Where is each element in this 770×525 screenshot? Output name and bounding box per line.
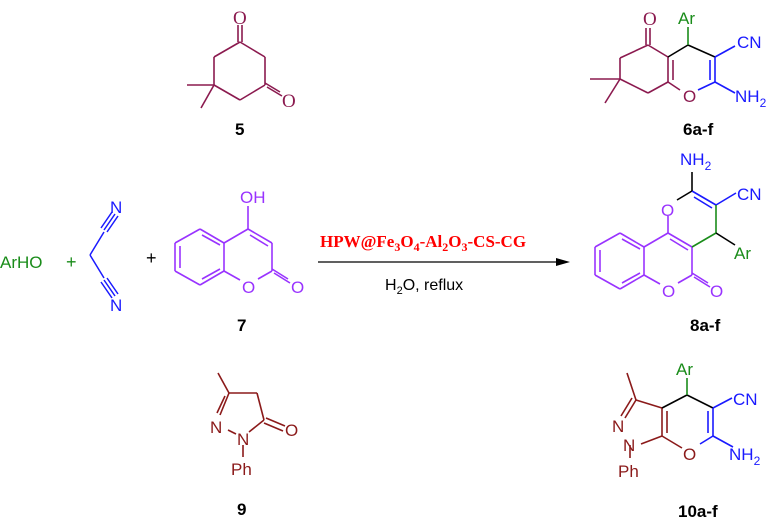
compound-5-oxygen-top: O <box>233 8 247 29</box>
aryl-aldehyde: ArHO <box>0 253 43 272</box>
malononitrile-structure <box>89 211 119 299</box>
malononitrile-nitrogen-top: N <box>110 198 122 217</box>
product-8-oxygen-lactone: O <box>662 282 675 301</box>
product-10-structure <box>620 372 734 458</box>
compound-9-pyrazolone <box>216 372 286 457</box>
compound-7-label: 7 <box>237 316 246 335</box>
compound-9-oxygen: O <box>285 421 298 440</box>
product-8-cyano: CN <box>737 185 762 204</box>
product-6-structure <box>590 27 736 104</box>
product-8-amino: NH2 <box>680 150 712 173</box>
product-10-phenyl: Ph <box>618 462 639 481</box>
compound-9-nitrogen-1: N <box>210 418 222 437</box>
product-10-oxygen-ring: O <box>683 445 696 464</box>
product-10-amino: NH2 <box>729 445 761 468</box>
catalyst-label: HPW@Fe3O4-Al2O3-CS-CG <box>320 232 526 254</box>
product-8-oxygen-carbonyl: O <box>710 282 723 301</box>
plus-sign-2: + <box>146 248 157 268</box>
compound-9-nitrogen-2: N <box>237 430 249 449</box>
product-6-label: 6a-f <box>683 120 714 139</box>
solvent-conditions: H2O, reflux <box>385 277 463 297</box>
product-10-nitrogen-1: N <box>612 417 624 436</box>
product-6-cyano: CN <box>737 33 762 52</box>
product-6-aryl: Ar <box>678 9 695 28</box>
product-8-label: 8a-f <box>690 316 721 335</box>
malononitrile-nitrogen-bottom: N <box>110 296 122 315</box>
product-10-aryl: Ar <box>676 360 693 379</box>
compound-7-oxygen-ring: O <box>242 278 255 297</box>
compound-7-hydroxyl: OH <box>240 188 266 207</box>
plus-sign-1: + <box>66 252 77 272</box>
product-8-oxygen-pyran: O <box>661 201 674 220</box>
compound-5-label: 5 <box>235 120 244 139</box>
compound-9-label: 9 <box>237 500 246 519</box>
product-8-structure <box>594 172 737 290</box>
product-10-nitrogen-2: N <box>623 436 635 455</box>
compound-7-hydroxycoumarin <box>174 206 291 286</box>
product-6-oxygen-ring: O <box>683 87 696 106</box>
product-6-oxygen-carbonyl: O <box>643 9 657 30</box>
compound-5-oxygen-right: O <box>282 91 296 112</box>
reaction-arrow <box>318 258 570 266</box>
product-10-label: 10a-f <box>678 502 718 521</box>
compound-5-dimedone <box>187 25 283 109</box>
compound-7-oxygen-carbonyl: O <box>291 278 304 297</box>
compound-9-phenyl: Ph <box>231 460 252 479</box>
product-8-aryl: Ar <box>734 244 751 263</box>
product-6-amino: NH2 <box>735 87 767 110</box>
product-10-cyano: CN <box>733 390 758 409</box>
